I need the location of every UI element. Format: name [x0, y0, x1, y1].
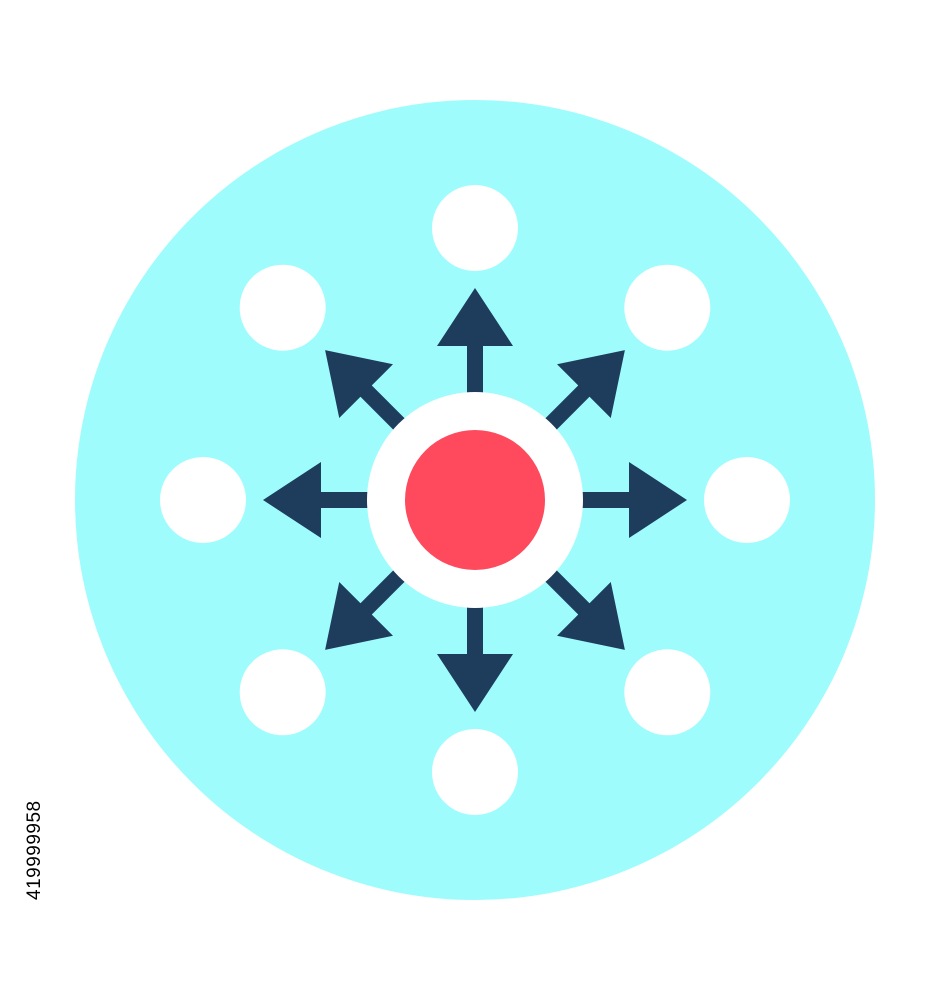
satellite-group — [160, 185, 790, 815]
arrow-e-icon — [575, 462, 687, 538]
satellite-e-circle-icon — [704, 457, 790, 543]
red-dot-icon — [405, 430, 545, 570]
arrow-sw-icon — [325, 565, 410, 650]
arrow-ne-icon — [540, 350, 625, 435]
arrow-s-icon — [437, 600, 513, 712]
satellite-w-circle-icon — [160, 457, 246, 543]
satellite-nw-circle-icon — [239, 264, 326, 351]
arrow-nw-icon — [325, 350, 410, 435]
satellite-s-circle-icon — [432, 729, 518, 815]
satellite-ne-circle-icon — [624, 264, 711, 351]
arrow-w-icon — [263, 462, 375, 538]
satellite-sw-circle-icon — [239, 649, 326, 736]
stock-id-watermark: 419999958 — [24, 800, 45, 900]
arrow-n-icon — [437, 288, 513, 400]
arrow-se-icon — [540, 565, 625, 650]
arrow-group — [263, 288, 687, 712]
satellite-n-circle-icon — [432, 185, 518, 271]
satellite-se-circle-icon — [624, 649, 711, 736]
